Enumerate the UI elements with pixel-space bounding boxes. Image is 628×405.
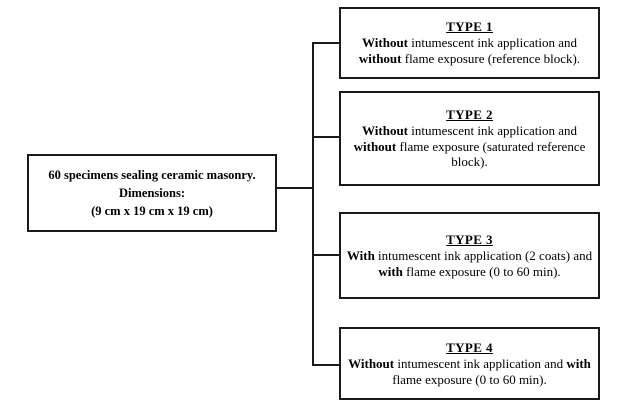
connector-root-stub [277,187,314,189]
type-1-node: TYPE 1 Without intumescent ink applicati… [339,7,600,79]
type-3-node: TYPE 3 With intumescent ink application … [339,212,600,299]
root-node-specimens: 60 specimens sealing ceramic masonry. Di… [27,154,277,232]
connector-branch-type-4 [312,364,340,366]
root-node-line-1: 60 specimens sealing ceramic masonry. [48,167,256,182]
type-3-body: With intumescent ink application (2 coat… [346,247,593,279]
type-2-heading: TYPE 2 [446,106,493,122]
type-4-node: TYPE 4 Without intumescent ink applicati… [339,327,600,400]
root-node-line-2: Dimensions: [119,185,185,200]
type-1-body: Without intumescent ink application and … [358,35,581,67]
type-2-node: TYPE 2 Without intumescent ink applicati… [339,91,600,186]
connector-branch-type-1 [312,42,340,44]
connector-branch-type-2 [312,136,340,138]
connector-vertical-trunk [312,42,314,366]
type-2-body: Without intumescent ink application and … [353,122,586,170]
type-4-heading: TYPE 4 [446,339,493,355]
connector-branch-type-3 [312,254,340,256]
type-1-heading: TYPE 1 [446,19,493,35]
type-3-heading: TYPE 3 [446,231,493,247]
type-4-body: Without intumescent ink application and … [348,355,591,387]
root-node-line-3: (9 cm x 19 cm x 19 cm) [91,204,213,219]
